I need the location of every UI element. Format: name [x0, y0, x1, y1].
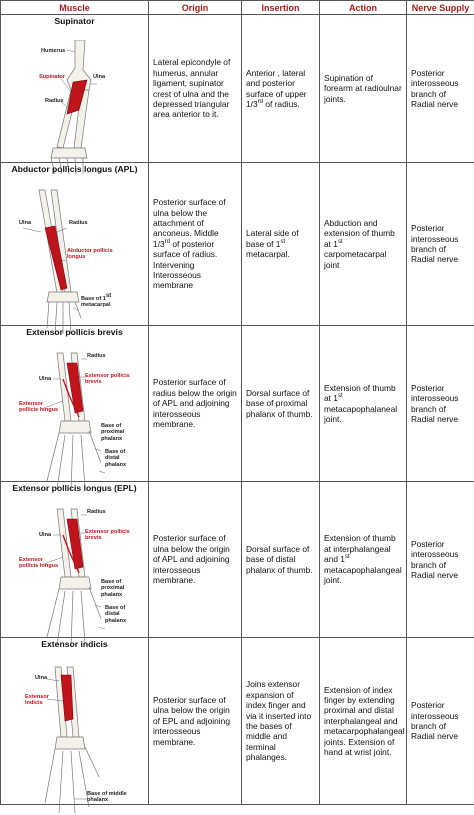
- label-humerus: Humerus: [41, 48, 65, 54]
- label-abductor-pollicis-longus: Abductor pollicis longus: [67, 248, 123, 261]
- label-extensor-pollicis-brevis: Extensor pollicis brevis: [85, 373, 133, 386]
- muscle-name: Extensor indicis: [1, 638, 148, 651]
- label-ulna: Ulna: [93, 74, 105, 80]
- label-ulna: Ulna: [35, 675, 47, 681]
- table-row-apl: Abductor pollicis longus (APL) Ulna R: [1, 163, 474, 326]
- header-action: Action: [320, 1, 407, 15]
- muscle-name: Supinator: [1, 15, 148, 28]
- label-base-of-middle-phalanx: Base of middle phalanx: [87, 791, 143, 804]
- nerve-cell: Posterior interosseous branch of Radial …: [407, 638, 474, 805]
- muscle-cell: Extensor indicis Ulna Extensor indici: [1, 638, 149, 805]
- header-row: Muscle Origin Insertion Action Nerve Sup…: [1, 1, 474, 15]
- header-insertion: Insertion: [242, 1, 320, 15]
- label-base-of-distal-phalanx: Base of distal phalanx: [105, 605, 141, 624]
- table-row-supinator: Supinator Humerus Supi: [1, 15, 474, 163]
- label-ulna: Ulna: [19, 220, 31, 226]
- action-cell: Extension of thumb at interphalangeal an…: [320, 482, 407, 638]
- label-base-of-proximal-phalanx: Base of proximal phalanx: [101, 423, 141, 442]
- label-extensor-pollicis-longus: Extensor pollicis longus: [19, 401, 63, 414]
- label-base-of-proximal-phalanx: Base of proximal phalanx: [101, 579, 141, 598]
- insertion-cell: Dorsal surface of base of distal phalanx…: [242, 482, 320, 638]
- label-base-of-distal-phalanx: Base of distal phalanx: [105, 449, 141, 468]
- action-cell: Extension of thumb at 1st metacapophalan…: [320, 326, 407, 482]
- label-extensor-indicis: Extensor indicis: [25, 694, 61, 707]
- action-cell: Supination of forearm at radioulnar join…: [320, 15, 407, 163]
- muscle-name: Abductor pollicis longus (APL): [1, 163, 148, 176]
- epl-illustration: Radius Ulna Extensor pollicis brevis Ext…: [1, 495, 149, 637]
- muscle-cell: Extensor pollicis longus (EPL) Rad: [1, 482, 149, 638]
- insertion-cell: Anterior , lateral and posterior surface…: [242, 15, 320, 163]
- action-cell: Abduction and extension of thumb at 1st …: [320, 163, 407, 326]
- muscle-name: Extensor pollicis brevis: [1, 326, 148, 339]
- label-radius: Radius: [69, 220, 88, 226]
- label-radius: Radius: [87, 509, 106, 515]
- origin-cell: Posterior surface of radius below the or…: [149, 326, 242, 482]
- muscle-name: Extensor pollicis longus (EPL): [1, 482, 148, 495]
- origin-cell: Posterior surface of ulna below the orig…: [149, 482, 242, 638]
- nerve-cell: Posterior interosseous branch of Radial …: [407, 482, 474, 638]
- origin-cell: Posterior surface of ulna below the atta…: [149, 163, 242, 326]
- label-ulna: Ulna: [39, 532, 51, 538]
- header-muscle: Muscle: [1, 1, 149, 15]
- apl-illustration: Ulna Radius Abductor pollicis longus Bas…: [1, 176, 149, 325]
- header-nerve-supply: Nerve Supply: [407, 1, 474, 15]
- label-extensor-pollicis-longus: Extensor pollicis longus: [19, 557, 63, 570]
- muscle-cell: Extensor pollicis brevis Radius: [1, 326, 149, 482]
- insertion-cell: Lateral side of base of 1st metacarpal.: [242, 163, 320, 326]
- origin-cell: Posterior surface of ulna below the orig…: [149, 638, 242, 805]
- label-extensor-pollicis-brevis: Extensor pollicis brevis: [85, 529, 133, 542]
- table-row-epb: Extensor pollicis brevis Radius: [1, 326, 474, 482]
- epb-illustration: Radius Ulna Extensor pollicis brevis Ext…: [1, 339, 149, 481]
- extensor-indicis-illustration: Ulna Extensor indicis Base of middle pha…: [1, 651, 149, 803]
- label-radius: Radius: [87, 353, 106, 359]
- muscle-cell: Abductor pollicis longus (APL) Ulna R: [1, 163, 149, 326]
- muscle-cell: Supinator Humerus Supi: [1, 15, 149, 163]
- origin-cell: Lateral epicondyle of humerus, annular l…: [149, 15, 242, 163]
- table-row-epl: Extensor pollicis longus (EPL) Rad: [1, 482, 474, 638]
- header-origin: Origin: [149, 1, 242, 15]
- table-row-extensor-indicis: Extensor indicis Ulna Extensor indici: [1, 638, 474, 805]
- nerve-cell: Posterior interosseous branch of Radial …: [407, 15, 474, 163]
- nerve-cell: Posterior interosseous branch of Radial …: [407, 163, 474, 326]
- label-supinator: Supinator: [39, 74, 65, 80]
- insertion-cell: Joins extensor expansion of index finger…: [242, 638, 320, 805]
- label-ulna: Ulna: [39, 376, 51, 382]
- nerve-cell: Posterior interosseous branch of Radial …: [407, 326, 474, 482]
- supinator-illustration: Humerus Supinator Ulna Radius: [1, 28, 149, 162]
- action-cell: Extension of index finger by extending p…: [320, 638, 407, 805]
- label-radius: Radius: [45, 98, 64, 104]
- insertion-cell: Dorsal surface of base of proximal phala…: [242, 326, 320, 482]
